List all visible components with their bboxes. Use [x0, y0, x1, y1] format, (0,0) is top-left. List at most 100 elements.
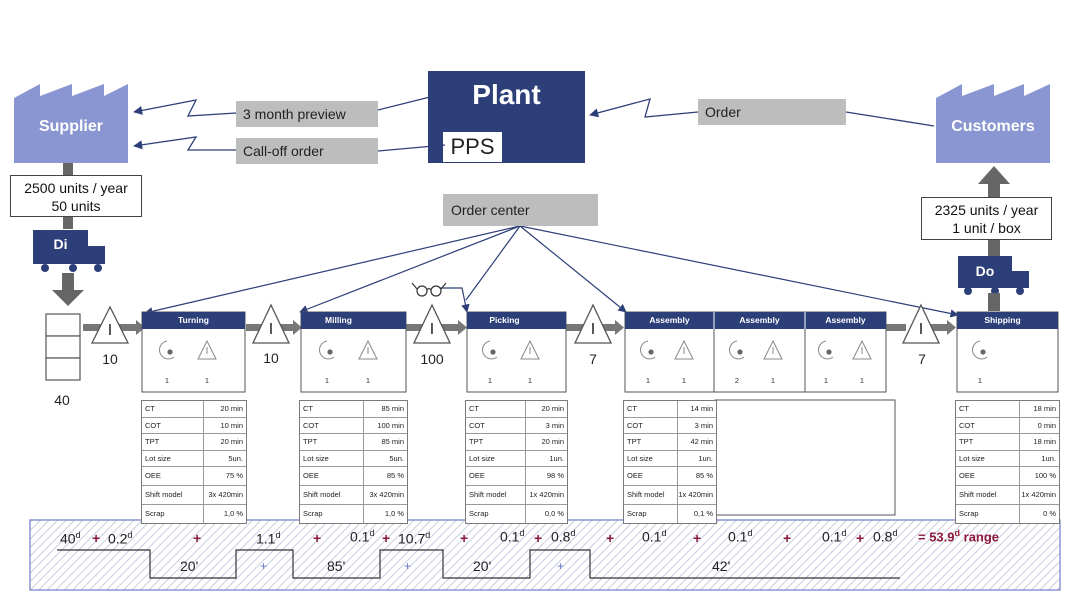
data-key: CT [142, 401, 204, 417]
data-key: TPT [956, 434, 1020, 450]
supplier-factory-icon [14, 84, 128, 163]
data-value: 1x 420min [678, 490, 713, 499]
data-value: 85 % [386, 471, 404, 480]
timeline-plus: + [856, 530, 865, 546]
inventory-qty-assembly-shipping: 7 [918, 351, 926, 367]
data-key: Shift model [956, 486, 1020, 504]
timeline-total: = 53.9d range [918, 528, 1000, 545]
picking-go-see-arrow [440, 287, 470, 313]
data-key: Scrap [624, 505, 678, 523]
operator-count: 1 [823, 376, 829, 385]
data-value: 1x 420min [529, 490, 564, 499]
data-key: OEE [466, 467, 526, 485]
process-name-assembly-3: Assembly [825, 315, 866, 325]
operator-count: 2 [734, 376, 740, 385]
data-key: Lot size [300, 450, 364, 466]
inventory-triangle-letter: I [590, 321, 596, 338]
customers-info-line1: 2325 units / year [934, 202, 1039, 218]
data-key: Shift model [300, 486, 364, 504]
process-name-milling: Milling [325, 315, 352, 325]
timeline-lead-time: 0.1d [822, 528, 847, 545]
data-value: 18 min [1033, 437, 1056, 446]
data-value: 20 min [220, 404, 243, 413]
order-to-picking-arrow [465, 225, 521, 301]
timeline-lead-time: 0.2d [108, 530, 133, 547]
data-key: Scrap [466, 505, 526, 523]
order-flow-arrow [589, 98, 699, 118]
data-value: 10 min [220, 420, 243, 430]
process-name-assembly-2: Assembly [739, 315, 780, 325]
timeline-lead-time: 1.1d [256, 530, 281, 547]
data-key: CT [956, 401, 1020, 417]
data-value: 100 % [1034, 471, 1056, 480]
process-name-shipping: Shipping [984, 315, 1021, 325]
data-key: COT [142, 417, 204, 433]
data-value: 5un. [389, 453, 404, 463]
timeline-plus: + [460, 530, 469, 546]
inventory-triangle-letter: I [107, 322, 113, 339]
data-value: 75 % [225, 471, 243, 480]
data-key: OEE [956, 467, 1020, 485]
data-value: 42 min [690, 437, 713, 446]
data-key: OEE [624, 467, 678, 485]
data-key: CT [466, 401, 526, 417]
data-key: COT [466, 417, 526, 433]
data-value: 1,0 % [384, 509, 404, 518]
supplier-info-line2: 50 units [51, 198, 101, 214]
supplier-connector [63, 163, 73, 175]
preview-flow-line [377, 96, 431, 111]
inventory-qty-raw: 40 [54, 392, 70, 408]
data-value: 85 min [381, 437, 404, 446]
data-value: 3x 420min [208, 490, 243, 499]
inventory-qty-turning-milling: 10 [263, 350, 279, 366]
customers-info-line2: 1 unit / box [952, 220, 1021, 236]
timeline-lead-time: 0.1d [500, 528, 525, 545]
timeline-plus: + [92, 530, 101, 546]
process-name-turning: Turning [178, 315, 209, 325]
data-key: TPT [624, 434, 678, 450]
timeline-lead-time: 0.8d [551, 528, 576, 545]
calloff-flow-line [377, 144, 446, 152]
operator-and-warning-icons [159, 339, 988, 360]
plant-title: Plant [472, 79, 541, 110]
operator-count: 1 [164, 376, 170, 385]
data-value: 1un. [1041, 453, 1056, 463]
glasses-icon [411, 282, 447, 297]
push-arrows [83, 320, 956, 335]
data-value: 85 % [695, 471, 713, 480]
order-info-box: Order [698, 99, 846, 125]
data-key: Lot size [466, 450, 526, 466]
warning-count: 1 [681, 376, 687, 385]
data-key: Shift model [466, 486, 526, 504]
data-key: COT [956, 417, 1020, 433]
operator-count: 1 [645, 376, 651, 385]
timeline-plus: + [606, 530, 615, 546]
data-key: CT [624, 401, 678, 417]
warning-count: 1 [365, 376, 371, 385]
data-key: Shift model [624, 486, 678, 504]
data-value: 0 min [1037, 420, 1056, 430]
supplier-truck-icon [33, 230, 105, 272]
warning-count: 1 [770, 376, 776, 385]
data-value: 1un. [549, 453, 564, 463]
process-divider-lines [713, 312, 806, 329]
supplier-down-shaft [62, 273, 74, 291]
timeline-lead-time: 0.8d [873, 528, 898, 545]
operator-count: 1 [977, 376, 983, 385]
timeline-process-time: 42' [712, 558, 731, 574]
supplier-info-box: 2500 units / year 50 units [10, 175, 142, 217]
data-key: TPT [466, 434, 526, 450]
customers-info-box: 2325 units / year 1 unit / box [921, 197, 1052, 240]
data-key: COT [624, 417, 678, 433]
order-flow-line [845, 111, 935, 127]
data-value: 3 min [545, 420, 564, 430]
customer-up-shaft [988, 183, 1000, 197]
data-key: OEE [142, 467, 204, 485]
inventory-qty-milling-picking: 100 [420, 351, 444, 367]
supplier-label: Supplier [38, 118, 103, 135]
timeline-plus: + [313, 530, 322, 546]
customer-truck-icon [958, 256, 1029, 295]
data-value: 3 min [694, 420, 713, 430]
data-key: Lot size [142, 450, 204, 466]
